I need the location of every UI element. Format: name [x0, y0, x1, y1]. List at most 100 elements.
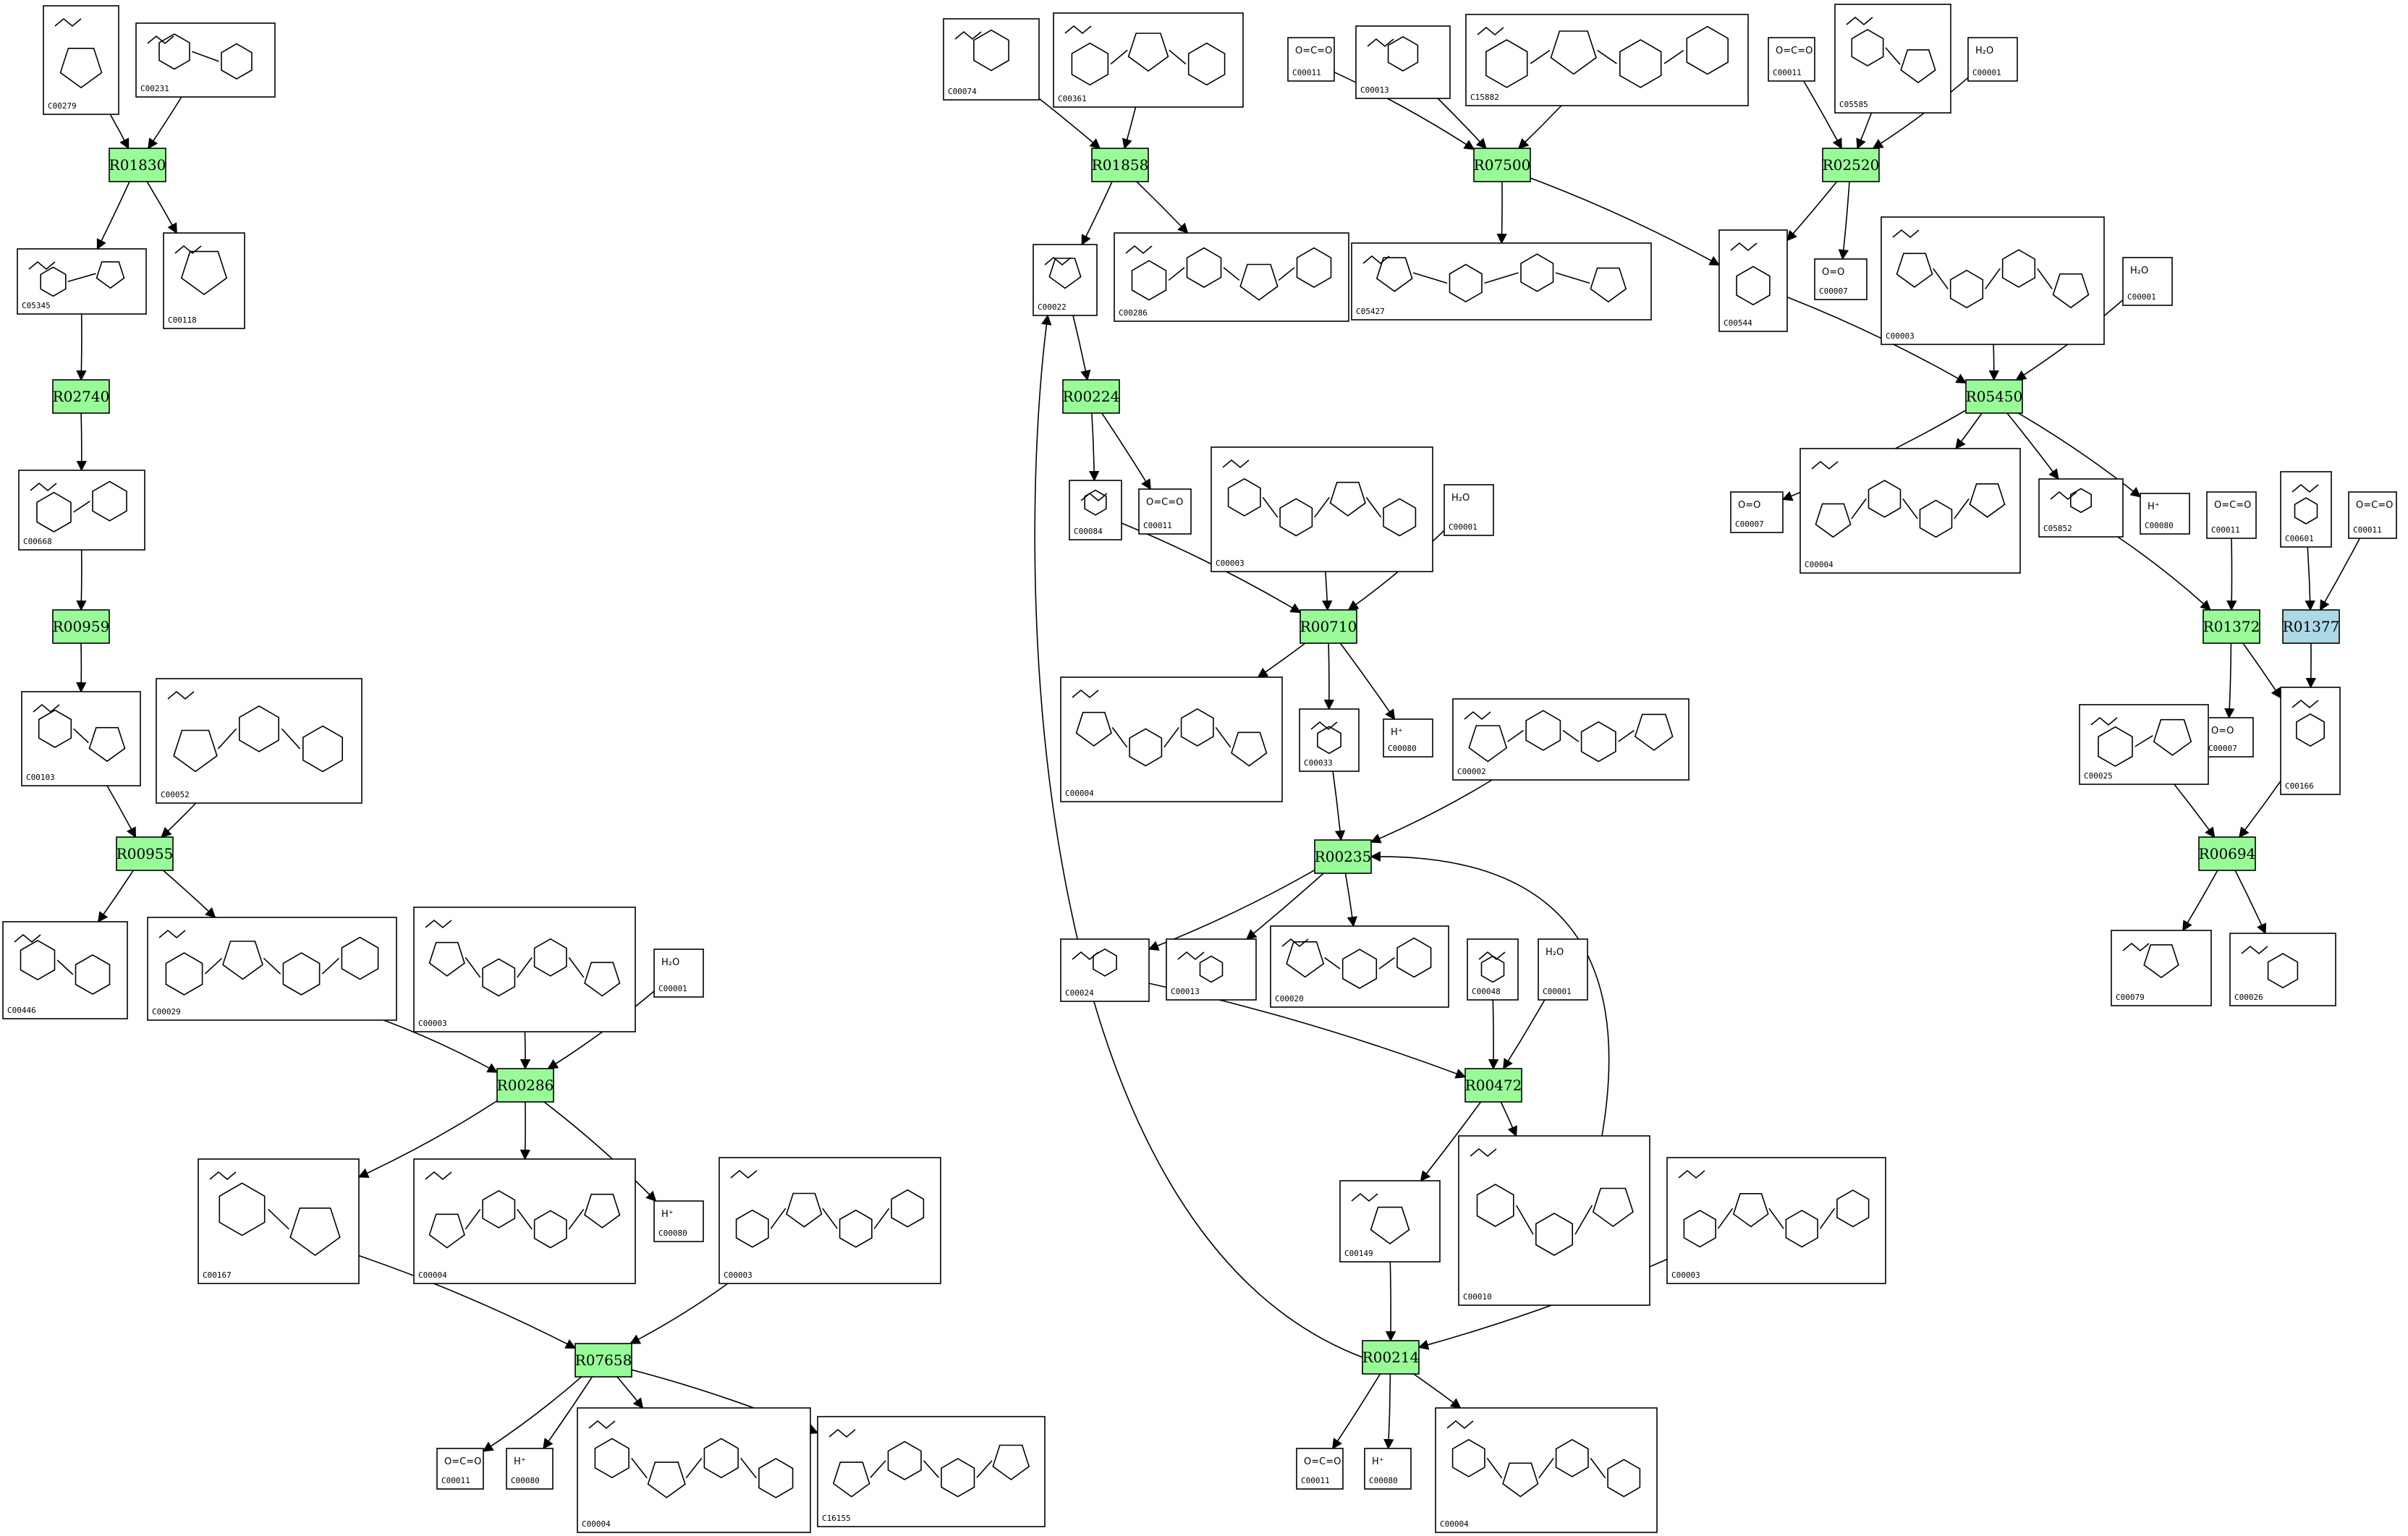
compound-C00166[interactable]: C00166	[2280, 687, 2341, 795]
compound-C00080[interactable]: H⁺C00080	[506, 1448, 554, 1490]
reaction-R00472[interactable]: R00472	[1464, 1068, 1522, 1103]
compound-C00361[interactable]: C00361	[1053, 12, 1244, 108]
compound-C05585[interactable]: C05585	[1834, 4, 1951, 114]
compound-C00013[interactable]: C00013	[1166, 938, 1257, 1001]
structure-bond	[1618, 729, 1635, 742]
reaction-R01377[interactable]: R01377	[2282, 609, 2340, 644]
reaction-R00959[interactable]: R00959	[52, 609, 110, 644]
compound-box	[163, 232, 245, 329]
structure-bond	[1262, 496, 1279, 518]
compound-C00080[interactable]: H⁺C00080	[1383, 718, 1433, 758]
compound-C00003[interactable]: C00003	[413, 907, 636, 1032]
compound-C05852[interactable]: C05852	[2038, 478, 2124, 538]
reaction-R02740[interactable]: R02740	[52, 379, 110, 414]
reaction-R01830[interactable]: R01830	[109, 148, 166, 182]
reaction-R00955[interactable]: R00955	[116, 836, 174, 871]
structure-ring	[647, 1461, 686, 1498]
reaction-R05450[interactable]: R05450	[1965, 379, 2023, 414]
reaction-label: R07658	[575, 1352, 632, 1369]
compound-C00003[interactable]: C00003	[1666, 1157, 1886, 1284]
compound-C00080[interactable]: H⁺C00080	[653, 1200, 704, 1242]
compound-C00231[interactable]: C00231	[135, 22, 276, 98]
compound-C00004[interactable]: C00004	[1435, 1407, 1658, 1533]
compound-C00025[interactable]: C00025	[2079, 704, 2209, 785]
compound-C00033[interactable]: C00033	[1299, 708, 1360, 772]
compound-C00080[interactable]: H⁺C00080	[2140, 493, 2190, 535]
compound-C00084[interactable]: C00084	[1069, 480, 1122, 540]
reaction-R07658[interactable]: R07658	[575, 1343, 632, 1378]
compound-C00026[interactable]: C00026	[2229, 933, 2336, 1006]
compound-C00167[interactable]: C00167	[198, 1158, 360, 1284]
compound-C15882[interactable]: C15882	[1465, 14, 1749, 106]
structure-ring	[1375, 257, 1413, 292]
reaction-R00286[interactable]: R00286	[496, 1068, 554, 1103]
structure-bond	[1478, 951, 1506, 961]
compound-id-label: C00004	[1440, 1519, 1469, 1529]
compound-C00003[interactable]: C00003	[1881, 216, 2105, 345]
compound-C00544[interactable]: C00544	[1718, 229, 1788, 332]
compound-C00080[interactable]: H⁺C00080	[1364, 1448, 1412, 1490]
compound-C00013[interactable]: C00013	[1355, 25, 1451, 99]
edge-R00472-C00149	[1420, 1101, 1482, 1182]
reaction-R01858[interactable]: R01858	[1091, 148, 1149, 182]
compound-C00286[interactable]: C00286	[1114, 232, 1349, 322]
structure-bond	[1555, 272, 1590, 284]
compound-box	[436, 1448, 484, 1490]
compound-C00004[interactable]: C00004	[413, 1158, 636, 1284]
compound-C05427[interactable]: C05427	[1351, 242, 1652, 321]
compound-C00004[interactable]: C00004	[1060, 676, 1283, 802]
compound-C00118[interactable]: C00118	[163, 232, 245, 329]
reaction-R02520[interactable]: R02520	[1822, 148, 1880, 182]
compound-C00002[interactable]: C00002	[1452, 698, 1690, 781]
compound-C00022[interactable]: C00022	[1033, 244, 1098, 316]
compound-C00004[interactable]: C00004	[577, 1407, 811, 1533]
reaction-R07500[interactable]: R07500	[1473, 148, 1531, 182]
reaction-label: R01372	[2203, 618, 2260, 635]
compound-C00029[interactable]: C00029	[147, 917, 397, 1021]
reaction-R00710[interactable]: R00710	[1300, 609, 1357, 644]
compound-C00074[interactable]: C00074	[943, 18, 1040, 101]
compound-C00668[interactable]: C00668	[18, 470, 145, 551]
reaction-R00214[interactable]: R00214	[1362, 1340, 1420, 1375]
compound-box	[2206, 491, 2257, 539]
compound-C00010[interactable]: C00010	[1458, 1135, 1650, 1306]
compound-C00149[interactable]: C00149	[1339, 1180, 1441, 1263]
compound-C16155[interactable]: C16155	[817, 1416, 1046, 1527]
compound-C00004[interactable]: C00004	[1799, 448, 2021, 574]
compound-C00024[interactable]: C00024	[1060, 938, 1150, 1002]
compound-C00020[interactable]: C00020	[1270, 925, 1449, 1008]
reaction-R00694[interactable]: R00694	[2198, 836, 2256, 871]
structure-bond	[1080, 492, 1108, 502]
compound-C00601[interactable]: C00601	[2280, 471, 2332, 548]
structure-bond	[822, 1208, 838, 1229]
compound-C00279[interactable]: C00279	[43, 5, 119, 115]
compound-C00103[interactable]: C00103	[21, 691, 141, 786]
compound-C00446[interactable]: C00446	[2, 921, 128, 1019]
compound-C00003[interactable]: C00003	[718, 1157, 941, 1284]
reaction-R01372[interactable]: R01372	[2203, 609, 2260, 644]
structure-bond	[976, 1460, 993, 1478]
structure-bond	[1464, 710, 1491, 721]
compound-C00048[interactable]: C00048	[1467, 938, 1519, 1001]
compound-C00079[interactable]: C00079	[2111, 930, 2212, 1006]
reaction-R00235[interactable]: R00235	[1314, 839, 1372, 874]
compound-C00052[interactable]: C00052	[156, 678, 363, 804]
compound-C05345[interactable]: C05345	[17, 248, 147, 315]
compound-C00003[interactable]: C00003	[1211, 446, 1433, 572]
reaction-R00224[interactable]: R00224	[1062, 379, 1120, 414]
